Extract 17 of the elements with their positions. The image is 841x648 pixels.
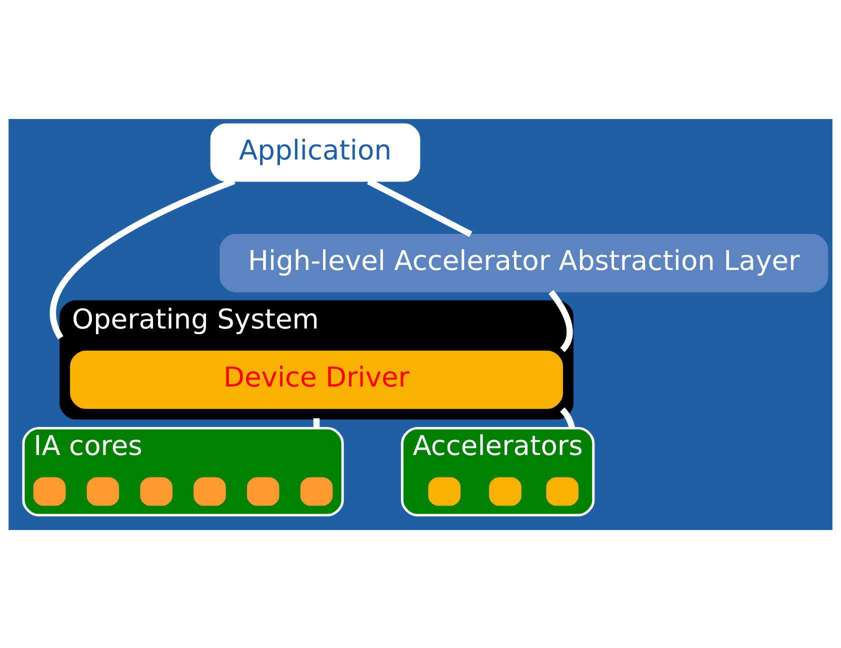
node-box [140, 476, 172, 506]
connector [560, 406, 576, 428]
cluster: Accelerators [400, 426, 595, 516]
node-box [86, 476, 120, 506]
connector [548, 290, 573, 352]
node-box: High-level Accelerator Abstraction Layer [220, 233, 828, 292]
node-box [33, 476, 66, 506]
connector [313, 418, 320, 428]
node-box: Application [210, 122, 420, 182]
node-box [194, 476, 226, 506]
cluster: IA cores [22, 426, 344, 516]
node-box [300, 476, 333, 506]
node-box [489, 476, 522, 506]
node-box [246, 476, 280, 506]
node-box: Device Driver [70, 350, 563, 408]
node-box [428, 476, 461, 506]
node-box [546, 476, 578, 506]
